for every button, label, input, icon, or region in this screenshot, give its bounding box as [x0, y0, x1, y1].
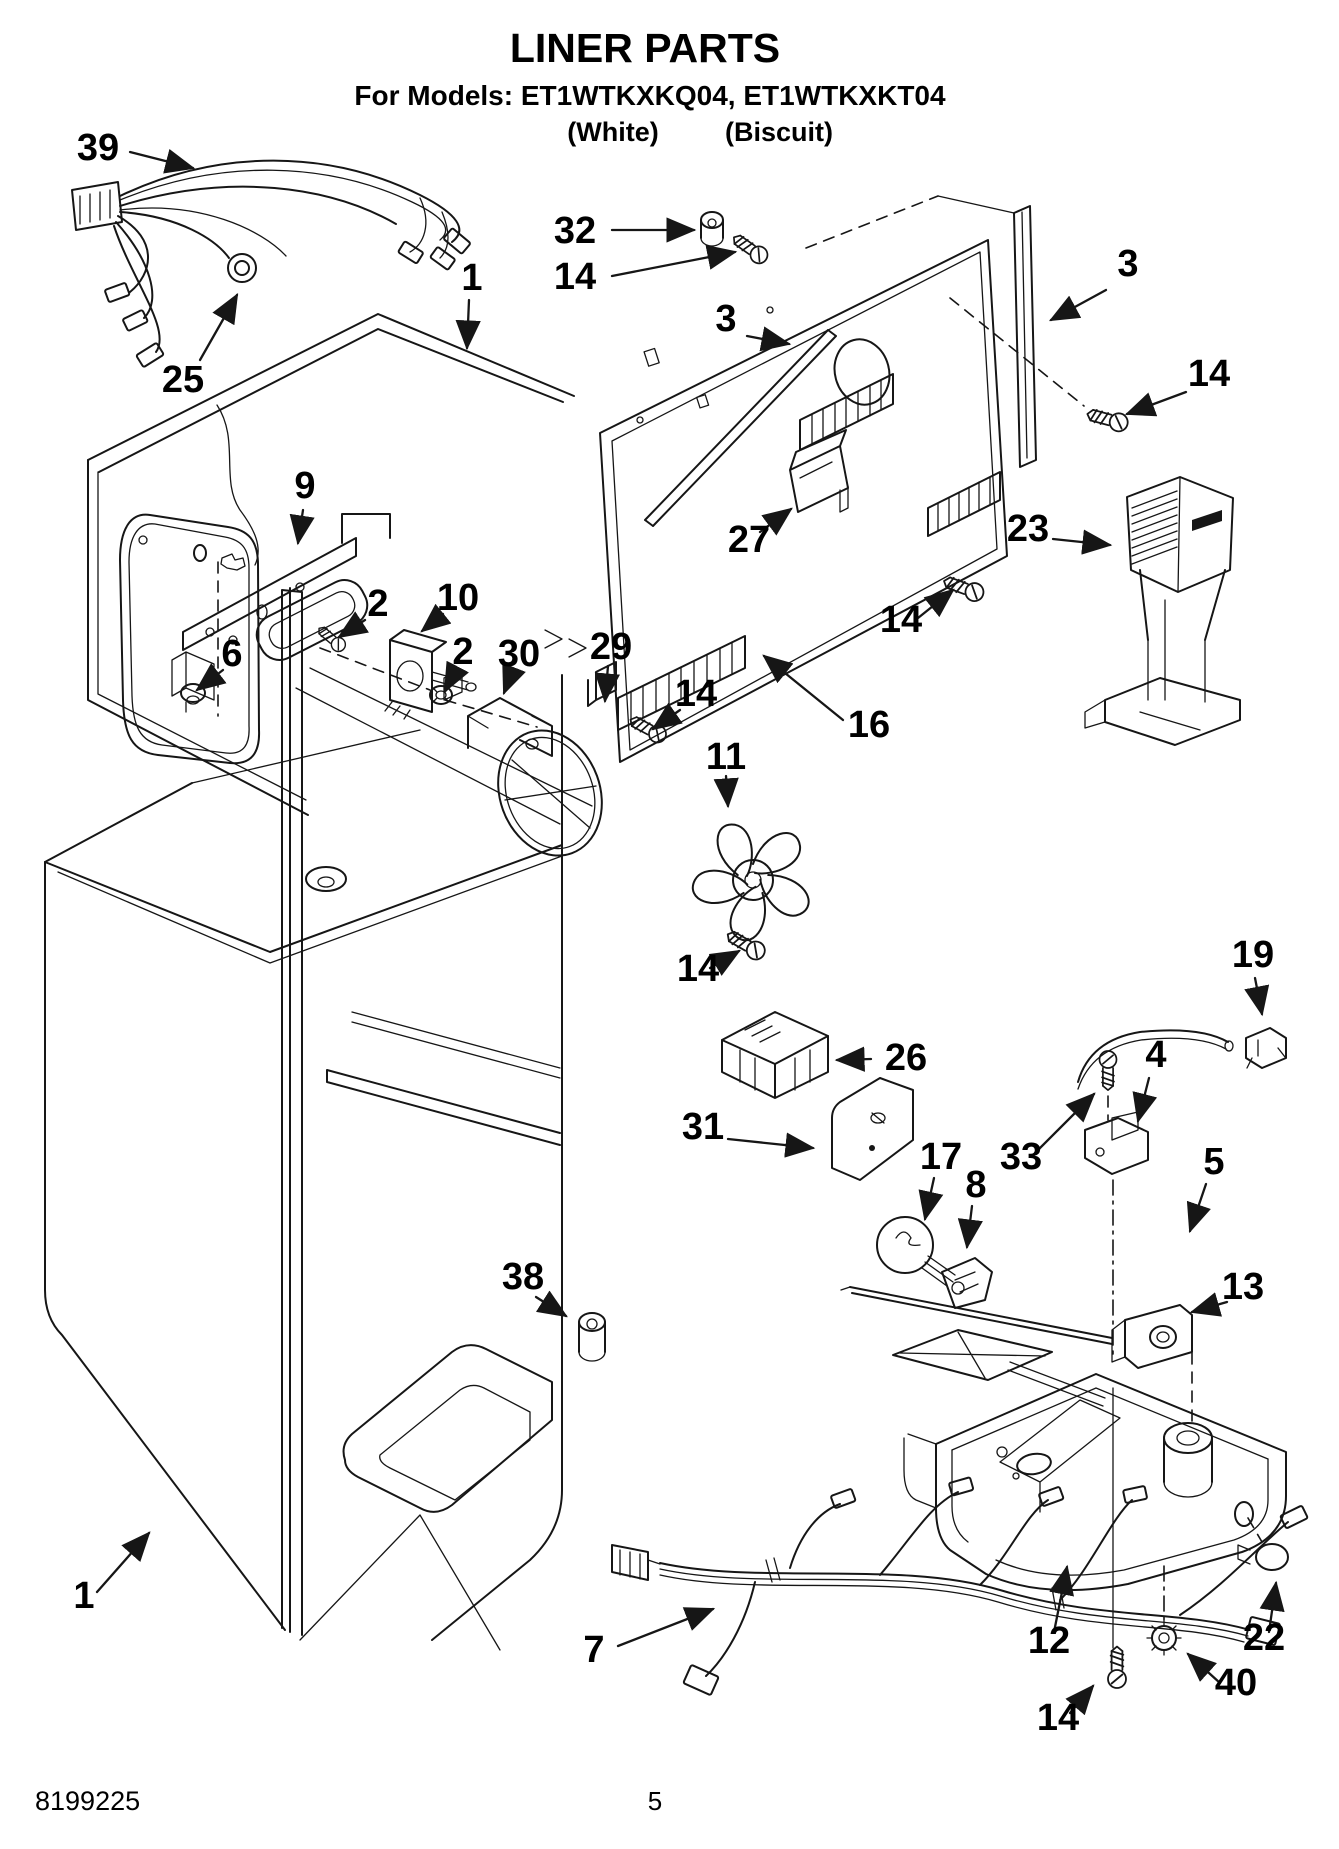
leader-lines — [95, 148, 1285, 1716]
doc-number: 8199225 — [35, 1786, 140, 1816]
header: LINER PARTS For Models: ET1WTKXKQ04, ET1… — [354, 25, 946, 147]
callout-23: 23 — [1007, 508, 1049, 550]
callout-14-b: 14 — [1188, 353, 1230, 395]
fan-and-motor-drawing — [625, 711, 1287, 1357]
callout-14-d: 14 — [675, 673, 717, 715]
callout-32: 32 — [554, 210, 596, 252]
callout-22: 22 — [1243, 1617, 1285, 1659]
callout-25: 25 — [162, 359, 204, 401]
callout-29: 29 — [590, 626, 632, 668]
page-number: 5 — [648, 1786, 662, 1816]
callout-14-c: 14 — [880, 599, 922, 641]
damper-control-drawing — [1084, 476, 1241, 746]
callout-13: 13 — [1222, 1266, 1264, 1308]
callout-31: 31 — [682, 1106, 724, 1148]
callout-16: 16 — [848, 704, 890, 746]
wire-harness-lower-drawing — [611, 1476, 1309, 1696]
callout-27: 27 — [728, 519, 770, 561]
callout-3-right: 3 — [1117, 243, 1138, 285]
fresh-food-liner-drawing — [44, 674, 606, 1651]
freezer-liner-drawing — [87, 313, 617, 1636]
callout-38: 38 — [502, 1256, 544, 1298]
models-line: For Models: ET1WTKXKQ04, ET1WTKXKT04 — [354, 80, 946, 111]
callout-30: 30 — [498, 633, 540, 675]
callout-39: 39 — [77, 127, 119, 169]
callout-2-b: 2 — [452, 631, 473, 673]
color-label-white: (White) — [567, 117, 658, 147]
callouts: 39 25 1 32 14 3 3 14 23 27 14 16 9 6 2 1… — [73, 127, 1285, 1739]
callout-1-top: 1 — [461, 257, 482, 299]
callout-17: 17 — [920, 1136, 962, 1178]
page-title: LINER PARTS — [510, 25, 780, 71]
callout-3-left: 3 — [715, 298, 736, 340]
callout-2-a: 2 — [367, 583, 388, 625]
callout-9: 9 — [294, 465, 315, 507]
callout-8: 8 — [965, 1164, 986, 1206]
callout-12: 12 — [1028, 1620, 1070, 1662]
evaporator-panel-drawing — [599, 195, 1131, 763]
footer: 8199225 5 — [35, 1786, 662, 1816]
callout-14-f: 14 — [1037, 1697, 1079, 1739]
callout-40: 40 — [1215, 1662, 1257, 1704]
callout-19: 19 — [1232, 934, 1274, 976]
callout-5: 5 — [1203, 1141, 1224, 1183]
callout-33: 33 — [1000, 1136, 1042, 1178]
color-label-biscuit: (Biscuit) — [725, 117, 833, 147]
callout-14-e: 14 — [677, 948, 719, 990]
callout-11: 11 — [706, 736, 746, 778]
callout-7: 7 — [583, 1629, 604, 1671]
callout-6: 6 — [221, 633, 242, 675]
callout-10: 10 — [437, 577, 479, 619]
callout-4: 4 — [1145, 1034, 1166, 1076]
callout-14-a: 14 — [554, 256, 596, 298]
callout-1-bottom: 1 — [73, 1575, 94, 1617]
callout-26: 26 — [885, 1037, 927, 1079]
wire-harness-top-drawing — [71, 159, 471, 368]
